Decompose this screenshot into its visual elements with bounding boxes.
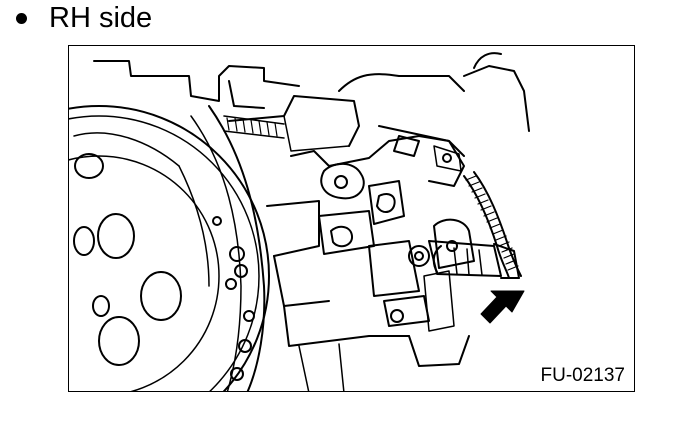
- bullet-icon: [16, 12, 27, 24]
- engine-line-drawing: [69, 52, 530, 391]
- hose-drawing: [223, 115, 285, 139]
- section-heading: RH side: [14, 0, 152, 36]
- figure-code: FU-02137: [539, 365, 626, 387]
- sensor-connector-drawing: [408, 240, 520, 279]
- sensor-bracket-drawing: [378, 125, 465, 187]
- heading-text: RH side: [49, 2, 153, 34]
- housing-ring-drawing: [190, 105, 266, 391]
- engine-illustration-frame: FU-02137: [68, 45, 635, 392]
- flywheel-drawing: [69, 105, 270, 391]
- engine-body-drawing: [266, 135, 475, 391]
- callout-arrow-icon: [480, 290, 525, 324]
- engine-block-top-drawing: [93, 52, 530, 152]
